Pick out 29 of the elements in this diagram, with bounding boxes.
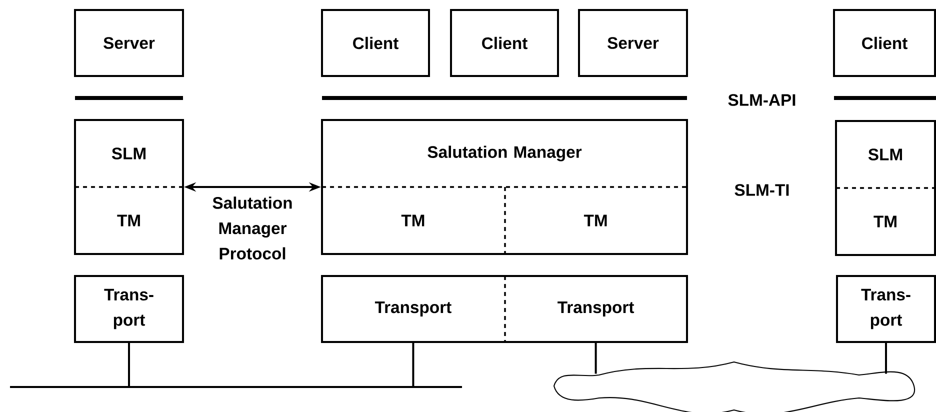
component-box: Server [74, 9, 184, 77]
layer-box [321, 275, 688, 343]
layer-label: TM [874, 216, 896, 228]
layer-label: TM [584, 214, 607, 226]
layer-box [835, 120, 936, 256]
layer-label: Transport [558, 302, 634, 316]
component-box: Client [833, 9, 936, 77]
connector-line [412, 342, 414, 387]
interface-label: SLM-TI [734, 184, 789, 196]
layer-label: Transport [374, 302, 452, 316]
network-bus-line [10, 386, 462, 388]
interface-label: SLM-API [728, 94, 796, 106]
component-box: Server [578, 9, 688, 77]
component-box: Client [450, 9, 559, 77]
connector-line [885, 343, 887, 374]
layer-label: SLM [868, 148, 902, 160]
layer-label: SLM [112, 148, 146, 160]
layer-box [321, 119, 688, 255]
component-box: Trans- port [836, 275, 936, 343]
layer-label: TM [401, 214, 424, 226]
layer-label: Salutation Manager [428, 146, 582, 162]
component-box: Client [321, 9, 430, 77]
edge-label: Salutation Manager Protocol [198, 195, 308, 261]
component-box: Trans- port [74, 275, 184, 343]
layer-label: TM [117, 214, 140, 226]
connector-line [594, 342, 597, 374]
layer-box [74, 119, 184, 255]
connector-line [128, 343, 130, 387]
network-cloud [553, 361, 916, 412]
